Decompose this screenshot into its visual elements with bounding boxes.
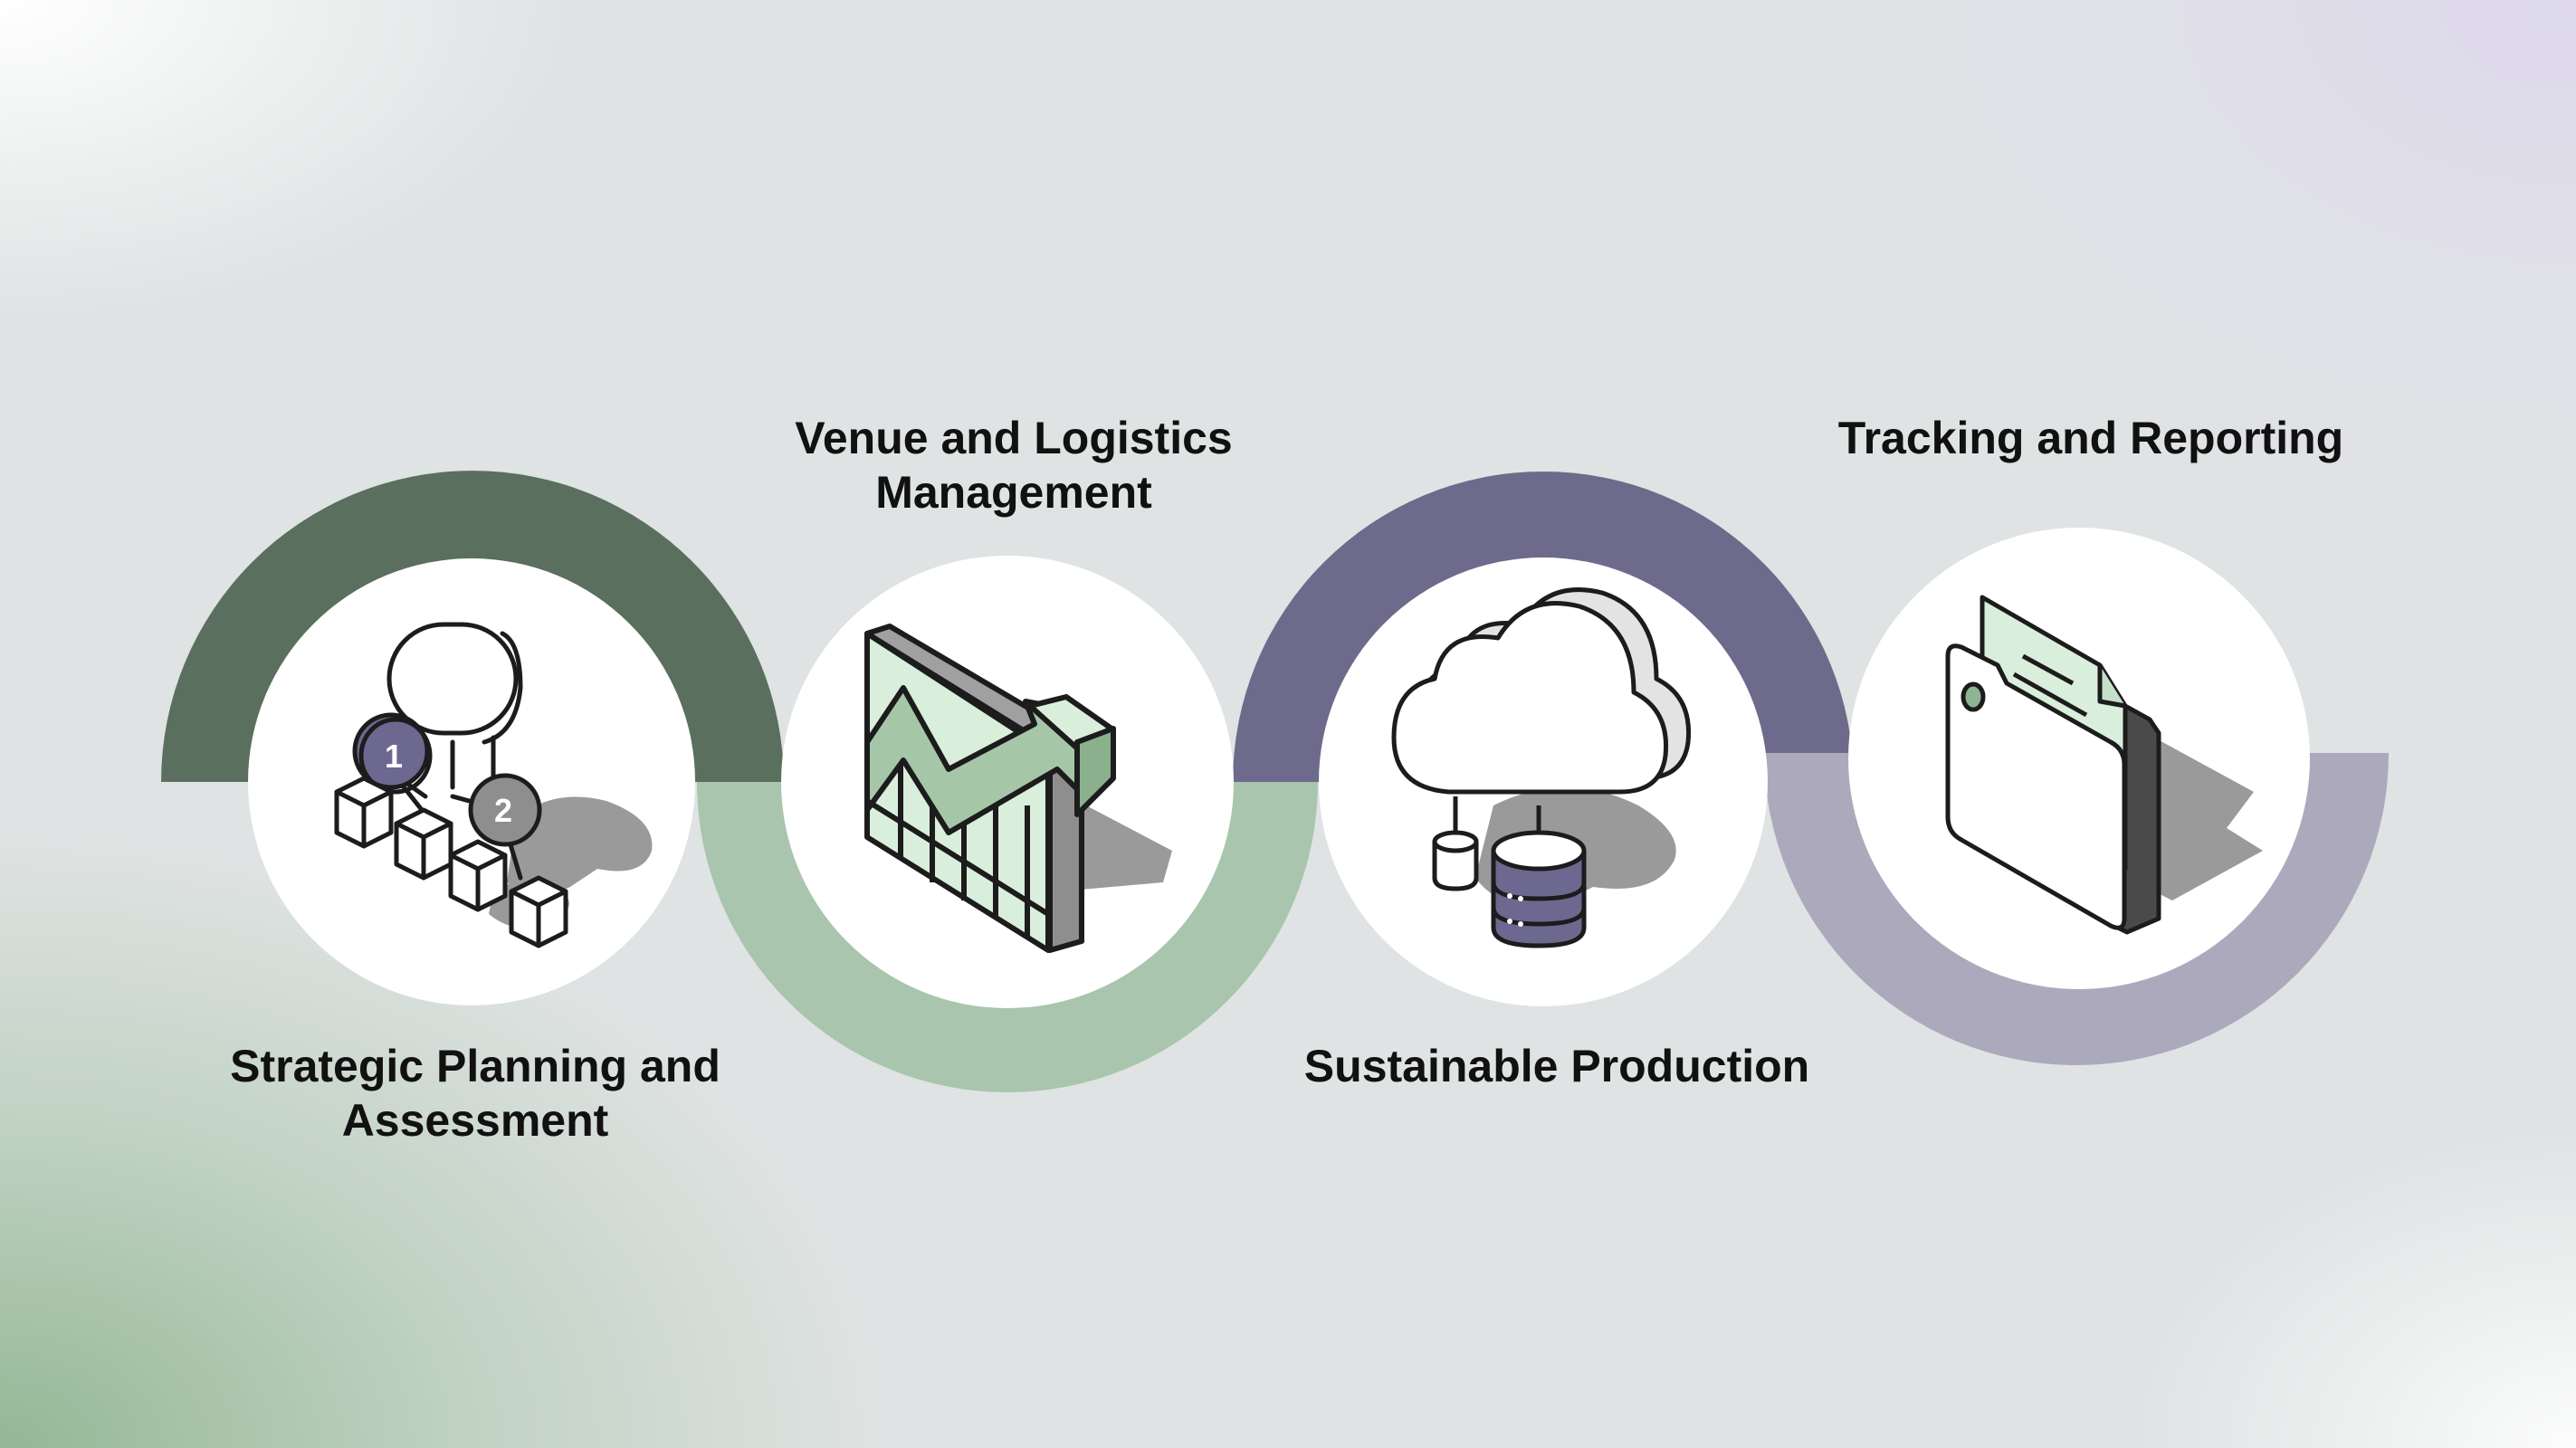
step-1-label: Strategic Planning and Assessment: [204, 1039, 747, 1148]
document-folder-icon: [1945, 595, 2263, 935]
arc-step-3: [1233, 472, 1854, 782]
arc-step-2: [697, 782, 1318, 1092]
step-2-label-line-1: Venue and Logistics: [795, 413, 1233, 463]
step-2-label-line-2: Management: [875, 467, 1152, 518]
growth-chart-icon: [864, 624, 1172, 953]
cloud-database-icon: [1391, 587, 1692, 948]
step-1-label-line-1: Strategic Planning and: [230, 1041, 720, 1091]
step-4-label-line-1: Tracking and Reporting: [1837, 413, 2344, 463]
hierarchy-flowchart-icon: 1 2: [334, 622, 653, 948]
arc-step-1: [161, 471, 784, 782]
step-1-circle: [248, 558, 695, 1005]
step-1-label-line-2: Assessment: [341, 1095, 609, 1146]
arc-step-4: [1764, 753, 2389, 1065]
step-3-label: Sustainable Production: [1285, 1039, 1828, 1093]
step-2-label: Venue and Logistics Management: [742, 411, 1285, 519]
svg-text:1: 1: [385, 738, 403, 775]
step-4-label: Tracking and Reporting: [1774, 411, 2408, 465]
svg-text:2: 2: [494, 792, 512, 829]
step-3-label-line-1: Sustainable Production: [1303, 1041, 1810, 1091]
